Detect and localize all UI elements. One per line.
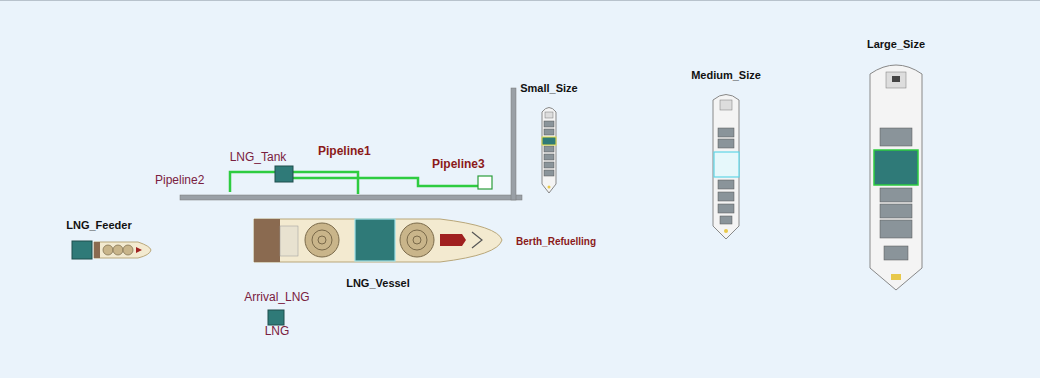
feeder-node: LNG_Feeder bbox=[59, 219, 139, 274]
vessel-node: LNG_Vessel bbox=[252, 216, 504, 290]
ship-node: Large_Size bbox=[856, 38, 936, 303]
node-label: Small_Size bbox=[520, 82, 577, 95]
node-label: LNG_Vessel bbox=[346, 277, 410, 290]
part-label: Pipeline2 bbox=[155, 174, 204, 188]
tank-node: LNG_Tank bbox=[223, 151, 293, 183]
node-label: LNG bbox=[265, 325, 290, 339]
node-label: Medium_Size bbox=[691, 69, 761, 82]
node-label: Arrival_LNG bbox=[244, 291, 309, 305]
node-label: LNG_Feeder bbox=[66, 219, 131, 232]
ship-node: Small_Size bbox=[514, 82, 584, 207]
part-label: Berth_Refuelling bbox=[516, 236, 596, 248]
source-node: Arrival_LNG LNG bbox=[239, 291, 315, 339]
node-label: Large_Size bbox=[867, 38, 925, 51]
part-label: Pipeline1 bbox=[318, 145, 371, 159]
ship-node: Medium_Size bbox=[686, 69, 766, 252]
part-label: Pipeline3 bbox=[432, 158, 485, 172]
node-label: LNG_Tank bbox=[230, 151, 287, 165]
